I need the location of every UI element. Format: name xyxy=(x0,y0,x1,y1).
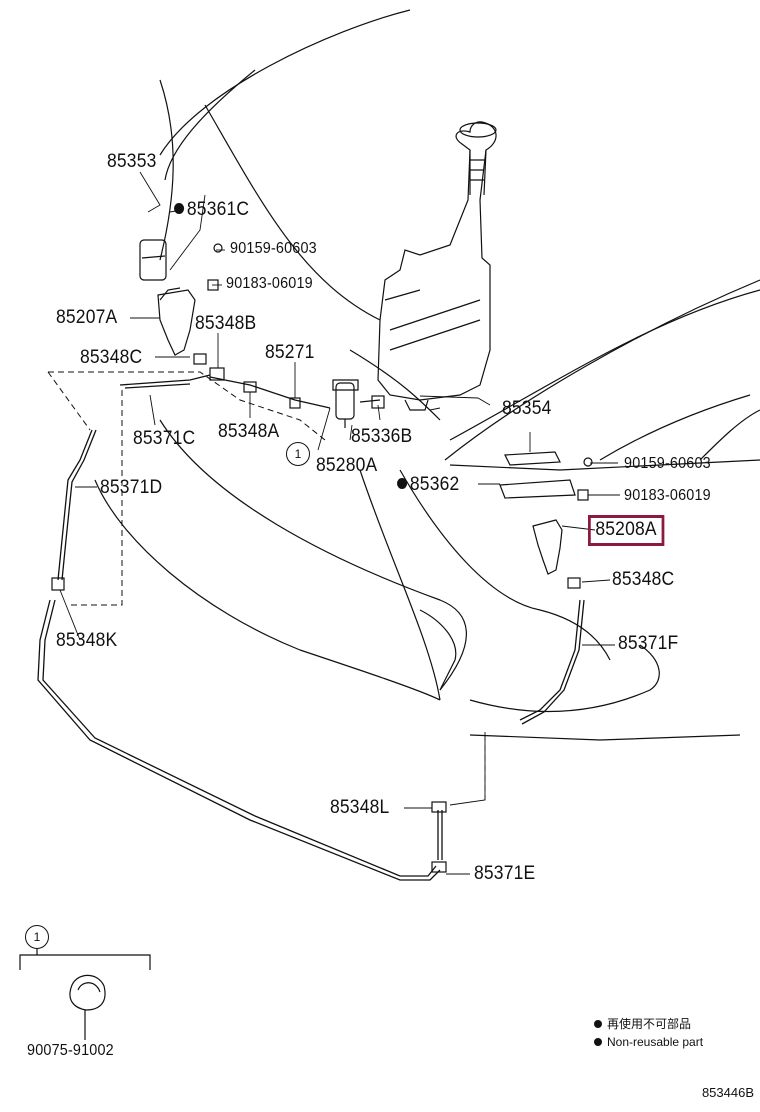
part-85354[interactable]: 85354 xyxy=(502,398,552,419)
part-85280A[interactable]: 85280A xyxy=(316,455,378,476)
part-85348C-right[interactable]: 85348C xyxy=(612,569,675,590)
part-85348B[interactable]: 85348B xyxy=(195,313,257,334)
washer-tank xyxy=(377,121,497,411)
part-85371E[interactable]: 85371E xyxy=(474,863,536,884)
legend-jp: 再使用不可部品 xyxy=(594,1015,703,1033)
circle-ref-1-inset: 1 xyxy=(25,925,49,949)
part-90183-06019-left[interactable]: 90183-06019 xyxy=(226,275,313,292)
part-85208A-highlighted[interactable]: 85208A xyxy=(588,515,665,546)
vehicle-body-outline xyxy=(94,9,760,741)
leader-lines xyxy=(59,171,620,875)
part-85361C-label: 85361C xyxy=(186,199,250,220)
part-85336B[interactable]: 85336B xyxy=(351,426,413,447)
part-85207A[interactable]: 85207A xyxy=(56,307,118,328)
non-reusable-dot-icon xyxy=(397,478,408,489)
legend-jp-text: 再使用不可部品 xyxy=(607,1017,692,1031)
non-reusable-dot-icon xyxy=(174,203,185,214)
part-90075-91002[interactable]: 90075-91002 xyxy=(27,1042,114,1059)
part-85271[interactable]: 85271 xyxy=(265,342,315,363)
part-85371F[interactable]: 85371F xyxy=(618,633,679,654)
dashed-grouping xyxy=(47,371,486,800)
part-85371D[interactable]: 85371D xyxy=(100,477,163,498)
inset-90075 xyxy=(19,948,151,1040)
part-90183-06019-right[interactable]: 90183-06019 xyxy=(624,487,711,504)
washer-pump xyxy=(332,379,359,428)
part-85371C[interactable]: 85371C xyxy=(133,428,196,449)
washer-hoses xyxy=(37,374,585,881)
non-reusable-dot-icon xyxy=(594,1020,602,1028)
bumper-covers xyxy=(499,451,576,499)
part-85348C-left[interactable]: 85348C xyxy=(80,347,143,368)
part-90159-60603-right[interactable]: 90159-60603 xyxy=(624,455,711,472)
part-85362-label: 85362 xyxy=(409,474,460,495)
right-headlamp-cleaner xyxy=(532,519,563,575)
legend: 再使用不可部品 Non-reusable part xyxy=(594,1015,703,1051)
part-85361C[interactable]: 85361C xyxy=(174,199,249,221)
legend-en: Non-reusable part xyxy=(594,1033,703,1051)
part-85362[interactable]: 85362 xyxy=(397,474,459,496)
non-reusable-dot-icon xyxy=(594,1038,602,1046)
circle-ref-1-diagram: 1 xyxy=(286,442,310,466)
part-85348K[interactable]: 85348K xyxy=(56,630,118,651)
part-85353[interactable]: 85353 xyxy=(107,151,157,172)
legend-en-text: Non-reusable part xyxy=(607,1035,704,1049)
part-85348L[interactable]: 85348L xyxy=(330,797,390,818)
left-headlamp-cleaner xyxy=(139,239,196,356)
hose-fittings xyxy=(51,243,593,873)
part-90159-60603-left[interactable]: 90159-60603 xyxy=(230,240,317,257)
figure-id: 853446B xyxy=(701,1085,754,1100)
part-85348A[interactable]: 85348A xyxy=(218,421,280,442)
